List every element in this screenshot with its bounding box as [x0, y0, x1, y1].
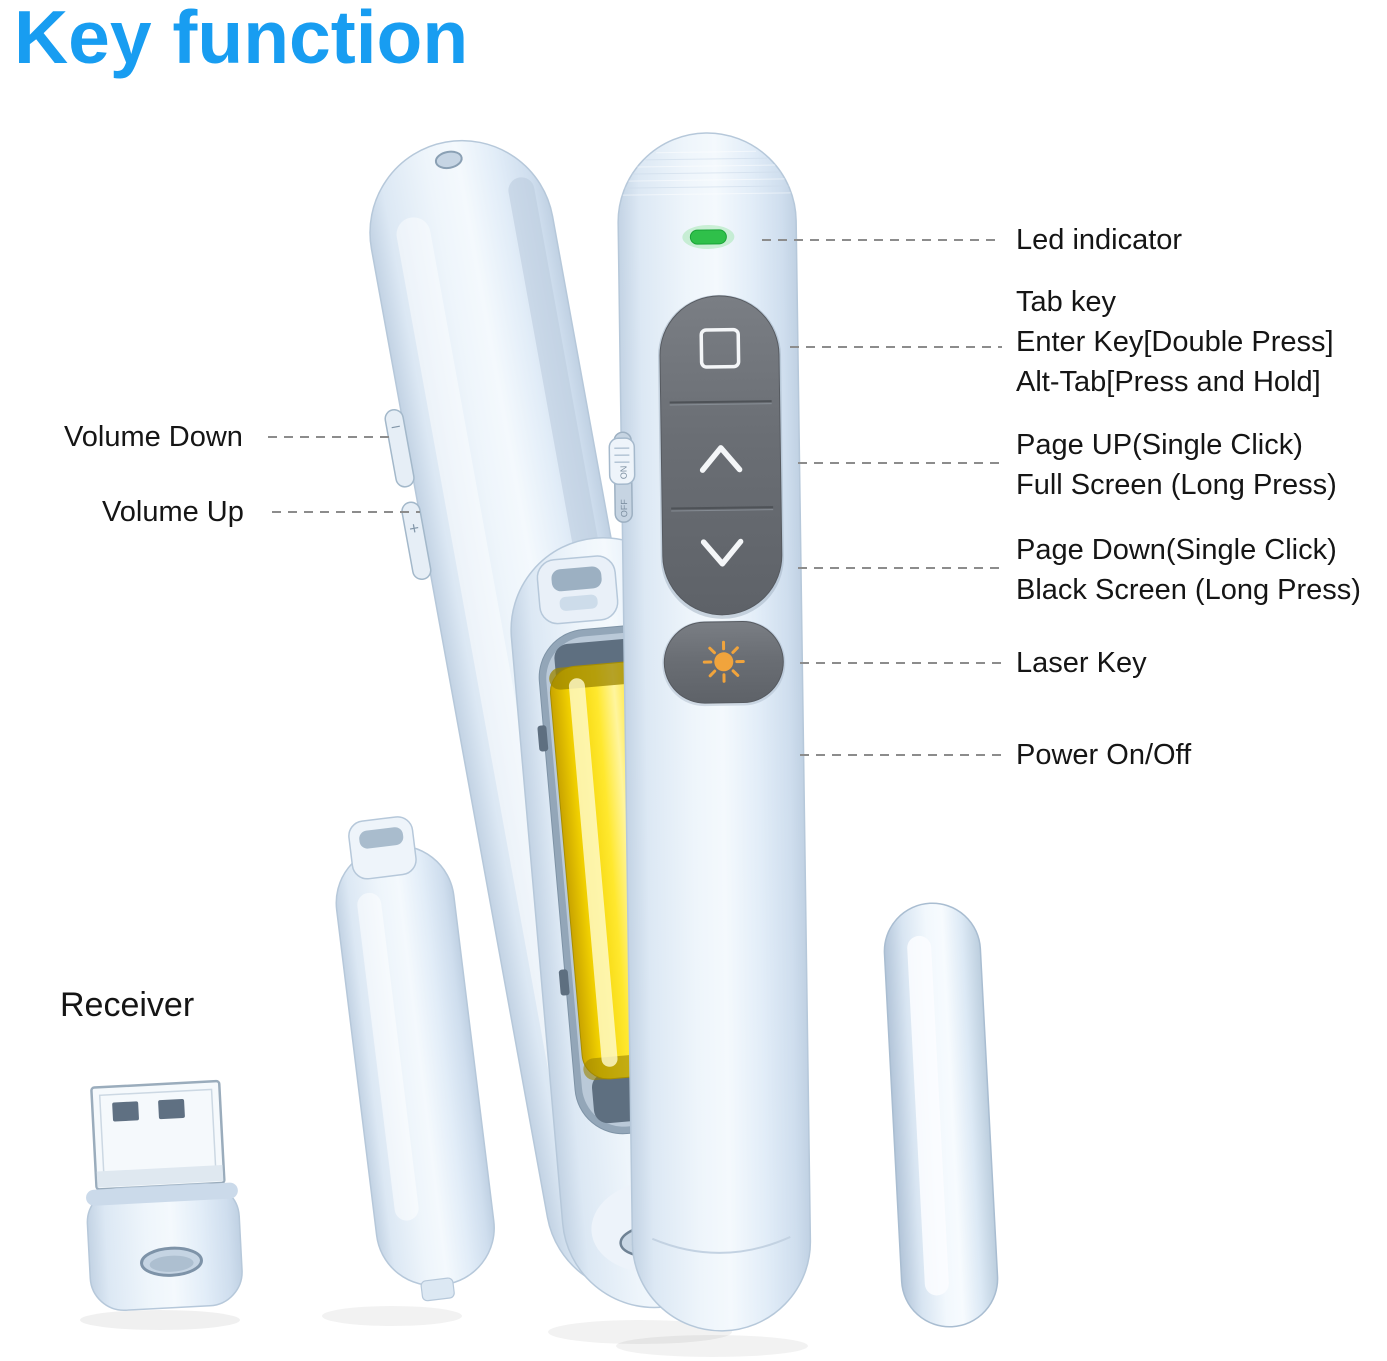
well-notch [537, 725, 549, 752]
sun-laser-icon [714, 652, 734, 672]
volume-down-button [384, 409, 415, 488]
chevron-down-icon [700, 538, 744, 567]
brushed-texture-dark [624, 157, 789, 189]
panel-divider-highlight [671, 509, 774, 512]
power-switch-ridges [614, 447, 630, 464]
chevron-up-icon [699, 445, 743, 473]
volume-plus-mark: + [408, 518, 421, 538]
label-power: Power On/Off [1016, 735, 1191, 775]
label-enter-key: Enter Key[Double Press] [1016, 326, 1334, 358]
page-title: Key function [14, 0, 469, 79]
label-laser-key-text: Laser Key [1016, 647, 1147, 679]
switch-off-label: OFF [619, 499, 629, 518]
label-power-text: Power On/Off [1016, 739, 1192, 771]
switch-on-label: ON [619, 466, 629, 480]
label-volume-up-text: Volume Up [102, 496, 244, 528]
usb-receiver-hole-inner [149, 1255, 194, 1272]
label-black-screen: Black Screen (Long Press) [1016, 574, 1361, 606]
usb-contact-hole [112, 1101, 139, 1122]
label-led-indicator: Led indicator [1016, 220, 1182, 260]
battery-highlight [568, 678, 618, 1067]
battery-cover-clip [348, 816, 417, 880]
panel-divider [671, 506, 774, 510]
label-page-down-group: Page Down(Single Click) Black Screen (Lo… [1016, 530, 1361, 610]
label-receiver-text: Receiver [60, 986, 195, 1024]
pocket-clip-highlight [907, 935, 949, 1296]
label-page-up-group: Page UP(Single Click) Full Screen (Long … [1016, 425, 1337, 505]
label-alt-tab: Alt-Tab[Press and Hold] [1016, 366, 1321, 398]
label-receiver: Receiver [60, 985, 194, 1025]
label-volume-up: Volume Up [102, 492, 244, 532]
battery-cover-tab [420, 1277, 455, 1302]
cover-latch-lip [559, 594, 598, 611]
usb-receiver [86, 1079, 243, 1311]
usb-receiver-lip [86, 1182, 238, 1206]
well-notch [558, 969, 570, 996]
label-tab-key: Tab key [1016, 286, 1116, 318]
lanyard-hole [434, 150, 463, 170]
cover-latch-slot [551, 566, 602, 592]
led-indicator-light [689, 229, 727, 245]
power-switch-knob [608, 437, 636, 486]
brushed-texture [622, 150, 791, 196]
label-full-screen: Full Screen (Long Press) [1016, 469, 1337, 501]
label-volume-down-text: Volume Down [64, 421, 243, 453]
battery-cover-body [335, 844, 495, 1287]
tab-square-icon [699, 327, 741, 369]
volume-minus-mark: − [389, 417, 402, 437]
ground-shadows [80, 1306, 808, 1357]
battery-cover-highlight [357, 892, 419, 1221]
label-page-up: Page UP(Single Click) [1016, 429, 1303, 461]
leader-lines [268, 239, 1002, 756]
label-volume-down: Volume Down [64, 417, 243, 457]
usb-plug-base-shade [96, 1164, 224, 1188]
battery-cover-clip-slot [359, 827, 404, 849]
cover-latch [536, 555, 619, 625]
panel-divider [669, 400, 772, 404]
pocket-clip [883, 902, 999, 1328]
label-laser-key: Laser Key [1016, 643, 1147, 683]
label-led-indicator-text: Led indicator [1016, 224, 1183, 256]
presenter-front-view: ON OFF [608, 132, 812, 1332]
label-page-down: Page Down(Single Click) [1016, 534, 1337, 566]
panel-divider-highlight [669, 403, 772, 406]
label-tab-key-group: Tab key Enter Key[Double Press] Alt-Tab[… [1016, 282, 1334, 402]
battery-cover [335, 816, 495, 1302]
bottom-seam [651, 1236, 791, 1254]
usb-contact-hole [158, 1098, 185, 1120]
sun-laser-rays [702, 640, 745, 683]
button-panel [659, 295, 783, 616]
volume-up-button [401, 501, 432, 581]
